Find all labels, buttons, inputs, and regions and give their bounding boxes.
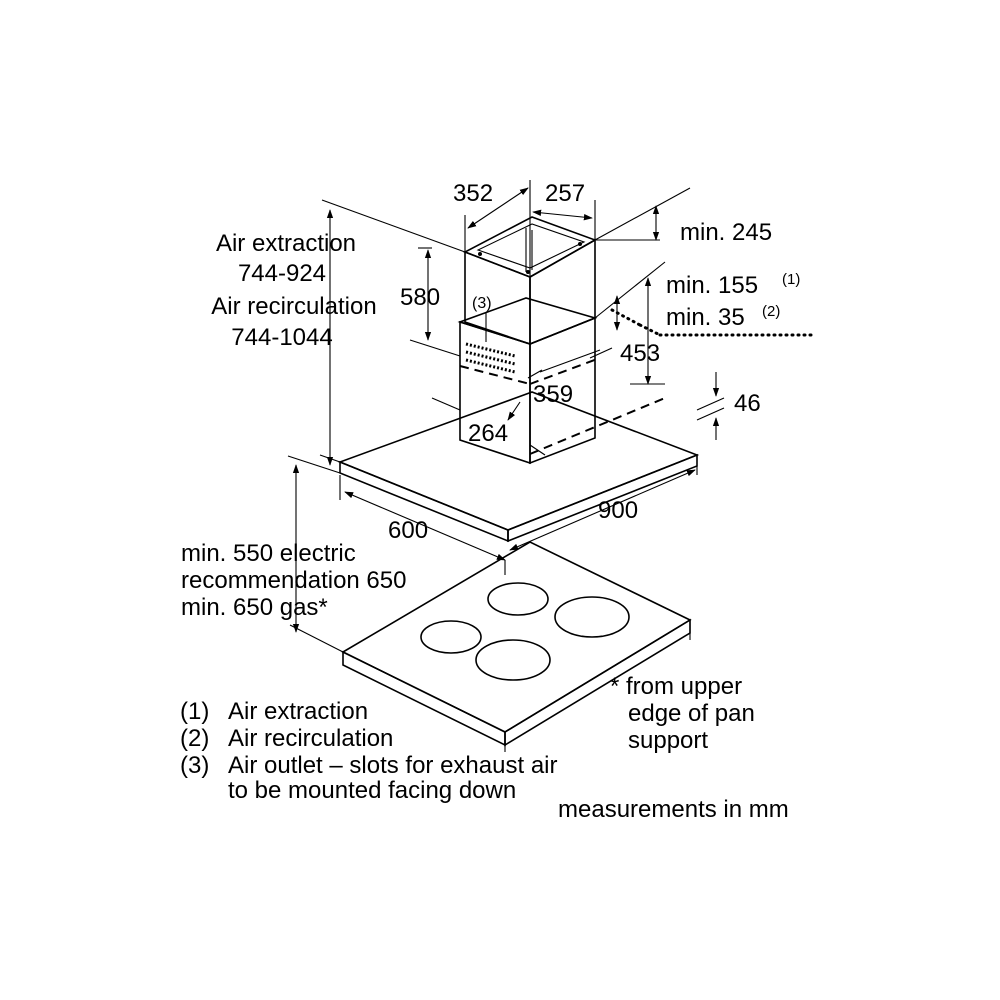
label-chimney-upper-height: 580 [400,284,440,311]
label-recirculation-range: 744-1044 [231,324,332,351]
label-canopy-thickness: 46 [734,390,761,417]
hob-burner-right [554,596,630,638]
legend-text-2: Air recirculation [228,725,393,752]
label-chimney-width: 352 [453,180,493,207]
label-clearance-gas: min. 650 gas* [181,594,328,621]
label-slot-marker: (3) [472,295,492,312]
legend-continuation: to be mounted facing down [228,777,516,804]
footnote-line-2: edge of pan [628,700,755,727]
exhaust-slots [465,313,516,374]
label-min-extraction-ref: (1) [782,271,800,288]
label-extraction-range: 744-924 [238,260,326,287]
legend-text-3: Air outlet – slots for exhaust air [228,752,557,779]
hob-burner-back [487,582,549,616]
legend-text-1: Air extraction [228,698,368,725]
label-clearance-recommendation: recommendation 650 [181,567,406,594]
label-clearance-electric: min. 550 electric [181,540,356,567]
label-recirculation: Air recirculation [211,293,376,320]
legend-num-1: (1) [180,698,209,725]
hob-burner-front [475,639,551,681]
legend-num-3: (3) [180,752,209,779]
legend-num-2: (2) [180,725,209,752]
hob-burner-left [420,620,482,654]
label-min-extraction: min. 155 [666,272,758,299]
label-min-recirculation: min. 35 [666,304,745,331]
legend: (1) Air extraction (2) Air recirculation… [180,698,557,804]
footnote-line-1: * from upper [610,673,742,700]
label-duct-offset: 453 [620,340,660,367]
label-lower-chimney-depth: 264 [468,420,508,447]
label-min-top-clearance: min. 245 [680,219,772,246]
label-chimney-depth: 257 [545,180,585,207]
label-extraction: Air extraction [216,230,356,257]
dimension-lines [287,180,814,752]
label-min-recirculation-ref: (2) [762,303,780,320]
footnote-line-3: support [628,727,708,754]
label-hood-width: 900 [598,497,638,524]
units-note: measurements in mm [558,796,789,823]
label-hood-depth: 600 [388,517,428,544]
label-lower-chimney-width: 359 [533,381,573,408]
